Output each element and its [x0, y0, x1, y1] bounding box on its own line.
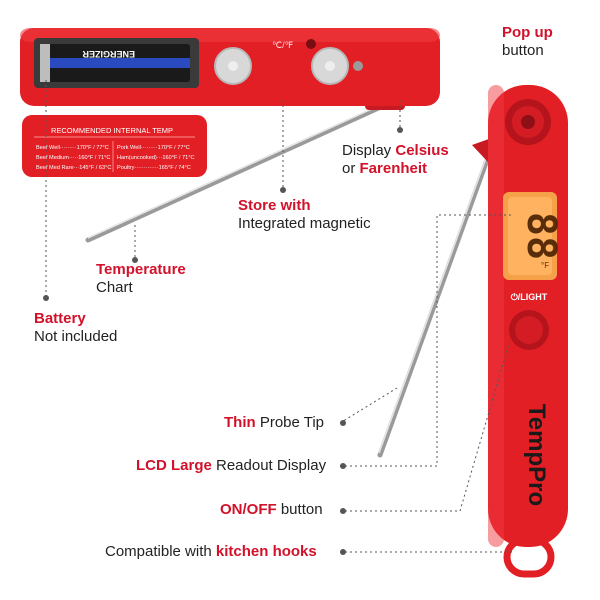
hook-loop [503, 536, 555, 578]
temp-chart-cell: Beef Med Rare···145°F / 63°C [36, 165, 111, 171]
celsius-dark-2: or [342, 160, 360, 177]
temp-chart-cell: Poultry·············165°F / 74°C [117, 165, 191, 171]
lcd-red: LCD Large [136, 457, 212, 474]
celsius-red-2: Farenheit [359, 160, 428, 177]
temp-chart-cell: Pork Well·········170°F / 77°C [117, 145, 190, 151]
temp-chart-label: Temperature Chart [96, 261, 186, 297]
temp-chart-label-dark: Chart [96, 279, 133, 296]
store-label-dark: Integrated magnetic [238, 215, 371, 232]
thin-probe-label: Thin Probe Tip [224, 414, 324, 432]
cf-label: ℃/℉ [272, 40, 294, 50]
hooks-label: Compatible with kitchen hooks [105, 543, 317, 561]
store-label: Store with Integrated magnetic [238, 197, 371, 233]
hooks-dark: Compatible with [105, 543, 216, 560]
battery-label: Battery Not included [34, 310, 117, 346]
lcd-reading: 88 [518, 212, 564, 260]
cf-small-button[interactable] [306, 39, 316, 49]
popup-label-dark: button [502, 42, 544, 59]
battery-label-red: Battery [34, 310, 86, 327]
onoff-red: ON/OFF [220, 501, 277, 518]
horizontal-thermometer: ENERGIZER ℃/℉ [20, 28, 440, 243]
popup-label-red: Pop up [502, 24, 553, 41]
vertical-probe [377, 157, 490, 458]
callout-dots [43, 127, 403, 555]
battery-label-dark: Not included [34, 328, 118, 345]
lcd-unit: °F [541, 261, 549, 270]
hooks-red: kitchen hooks [215, 543, 317, 560]
onoff-dark: button [276, 501, 323, 518]
temp-chart-cell: Beef Well·········170°F / 77°C [36, 145, 109, 151]
battery-brand-text: ENERGIZER [82, 49, 135, 59]
temp-chart-card: RECOMMENDED INTERNAL TEMP Beef Well·····… [22, 115, 207, 177]
store-label-red: Store with [238, 197, 311, 214]
brand-text: TempPro [523, 404, 550, 506]
power-light-label: ⏻/LIGHT [511, 292, 548, 302]
callout-lines [45, 80, 512, 553]
temp-chart-label-red: Temperature [96, 261, 186, 278]
vertical-thermometer: 88 °F ⏻/LIGHT TempPro [377, 85, 568, 578]
popup-label: Pop up button [502, 24, 553, 60]
celsius-label: Display Celsius or Farenheit [342, 142, 449, 178]
celsius-dark-1: Display [342, 142, 396, 159]
thin-red: Thin [224, 414, 256, 431]
lcd-label: LCD Large Readout Display [136, 457, 326, 475]
lcd-dark: Readout Display [211, 457, 327, 474]
celsius-red-1: Celsius [395, 142, 449, 159]
temp-chart-title: RECOMMENDED INTERNAL TEMP [51, 126, 173, 135]
thin-dark: Probe Tip [255, 414, 325, 431]
onoff-label: ON/OFF button [220, 501, 323, 519]
temp-chart-cell: Ham(uncooked)···160°F / 71°C [117, 155, 195, 161]
temp-chart-cell: Beef Medium·····160°F / 71°C [36, 155, 110, 161]
horizontal-probe [85, 102, 388, 243]
